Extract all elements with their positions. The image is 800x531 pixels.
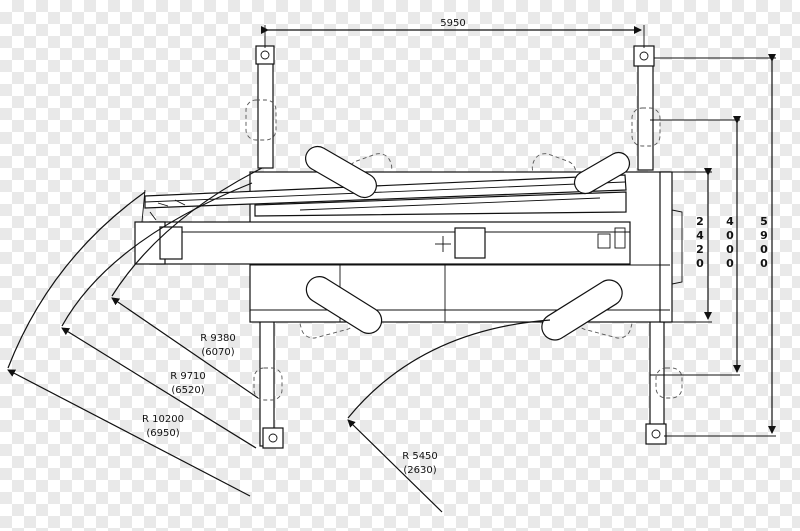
radius-1-value: R 9380 — [200, 333, 236, 344]
svg-text:4: 4 — [696, 229, 704, 242]
radius-labels: R 9380 (6070) R 9710 (6520) R 10200 (695… — [142, 333, 438, 476]
svg-text:0: 0 — [760, 257, 768, 270]
radius-1-alt: (6070) — [201, 347, 234, 358]
radius-arcs — [7, 167, 551, 419]
svg-text:4: 4 — [726, 215, 734, 228]
radius-3-alt: (6950) — [146, 428, 179, 439]
dim-2420-digits: 2 4 2 0 — [696, 215, 704, 270]
radius-leaders — [7, 297, 443, 513]
svg-text:5: 5 — [760, 215, 768, 228]
main-boom — [134, 221, 631, 265]
radius-2-alt: (6520) — [171, 385, 204, 396]
svg-text:0: 0 — [726, 243, 734, 256]
svg-text:0: 0 — [726, 257, 734, 270]
svg-text:2: 2 — [696, 215, 704, 228]
svg-text:0: 0 — [726, 229, 734, 242]
dim-top-label: 5950 — [440, 18, 465, 29]
outrigger-pads — [255, 45, 667, 449]
dim-4000-digits: 4 0 0 0 — [726, 215, 734, 270]
dim-right-lines — [650, 54, 776, 437]
radius-3-value: R 10200 — [142, 414, 184, 425]
stabilizer-pads — [305, 145, 631, 341]
radius-4-alt: (2630) — [403, 465, 436, 476]
svg-text:9: 9 — [760, 229, 768, 242]
svg-text:0: 0 — [696, 257, 704, 270]
outrigger-beams — [257, 47, 665, 447]
svg-text:2: 2 — [696, 243, 704, 256]
dim-5900-digits: 5 9 0 0 — [760, 215, 768, 270]
dim-top — [261, 25, 645, 48]
radius-2-value: R 9710 — [170, 371, 206, 382]
svg-text:0: 0 — [760, 243, 768, 256]
radius-4-value: R 5450 — [402, 451, 438, 462]
jib — [141, 174, 627, 223]
